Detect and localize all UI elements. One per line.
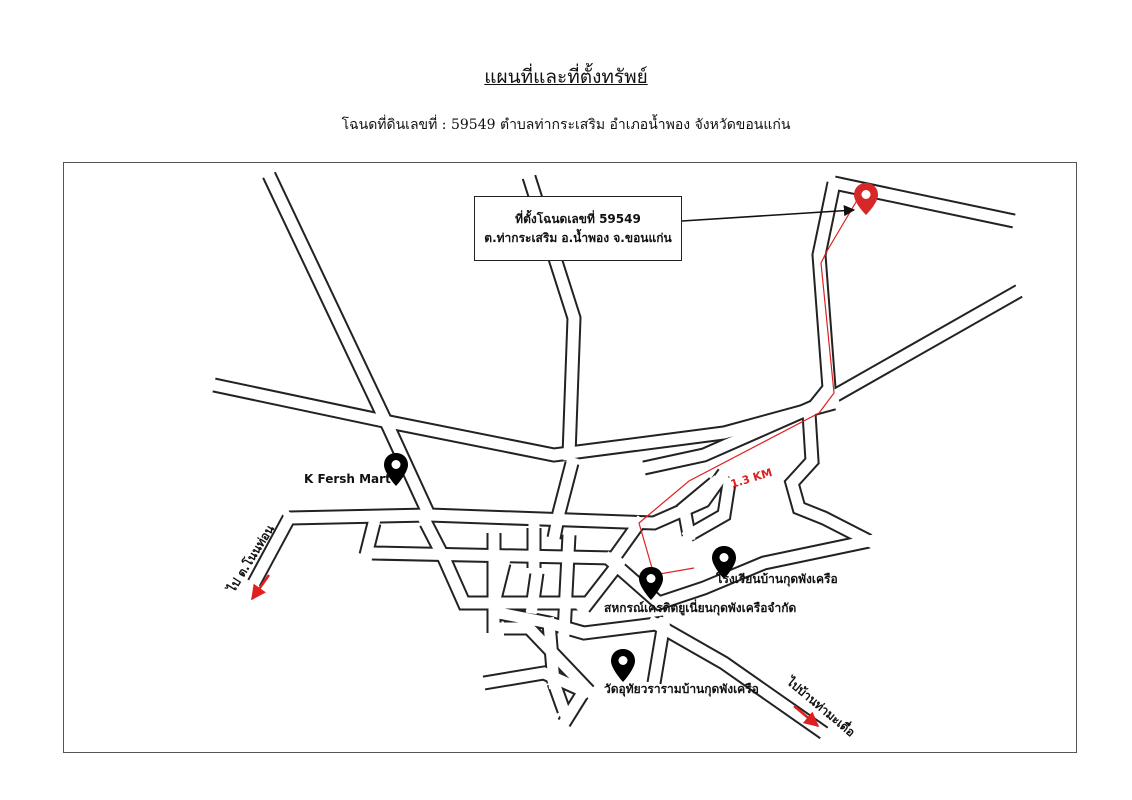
road-surface (261, 167, 437, 523)
deed-line: โฉนดที่ดินเลขที่ : 59549 ตำบลท่ากระเสริม… (0, 114, 1132, 136)
map-pin-icon[interactable] (611, 649, 635, 682)
direction-arrow-left (250, 574, 271, 601)
callout-line2: ต.ท่ากระเสริม อ.น้ำพอง จ.ขอนแก่น (484, 230, 672, 245)
road-surface (637, 283, 1027, 475)
map-pin-icon[interactable] (854, 183, 878, 215)
deed-detail: 59549 ตำบลท่ากระเสริม อำเภอน้ำพอง จังหวั… (450, 117, 791, 133)
road-surface (498, 622, 597, 699)
route-distance: 1.3 KM (729, 466, 774, 491)
landmark-label-school: โรงเรียนบ้านกุดพังเครือ (715, 571, 838, 587)
callout-line1: ที่ตั้งโฉนดเลขที่ 59549 (515, 211, 641, 226)
road-surface (785, 176, 877, 549)
landmark-label-temple: วัดอุทัยวรารามบ้านกุดพังเครือ (604, 682, 759, 697)
route-line (638, 196, 860, 576)
road-surface (207, 378, 841, 461)
road-surface (558, 529, 575, 639)
road-surface (646, 615, 832, 741)
road-network (207, 167, 1027, 741)
road-surface (547, 456, 579, 545)
road-surface (606, 515, 647, 566)
road-surface (418, 515, 452, 566)
property-callout: ที่ตั้งโฉนดเลขที่ 59549 ต.ท่ากระเสริม อ.… (474, 196, 682, 261)
road-surface (436, 550, 590, 609)
callout-arrow (681, 205, 856, 222)
road-surface (477, 667, 592, 699)
map-pin-icon[interactable] (384, 453, 408, 486)
deed-label: โฉนดที่ดินเลขที่ : (341, 117, 447, 133)
map-frame[interactable]: 1.3 KM ไป ต.โนนท่อน ไปบ้านท่ามะเดื่อ (63, 162, 1077, 753)
road-surface (678, 475, 722, 542)
landmark-label-coop: สหกรณ์เครดิตยูเนี่ยนกุดพังเครือจำกัด (604, 599, 796, 616)
direction-arrow-right (793, 705, 820, 727)
road-surface (576, 555, 627, 616)
road-surface (487, 556, 511, 610)
landmark-label-mart: K Fersh Mart (304, 472, 391, 486)
road-surface (246, 510, 297, 591)
road-surface (492, 606, 671, 639)
road-surface (359, 516, 381, 562)
road-surface (543, 617, 560, 689)
page-title: แผนที่และที่ตั้งทรัพย์ (484, 66, 648, 88)
road-surface (556, 683, 592, 731)
map-pin-icon[interactable] (639, 567, 663, 600)
road-surface (525, 566, 544, 615)
road-surface (681, 476, 736, 543)
map-pin-icon[interactable] (712, 546, 736, 579)
road-surface (546, 675, 572, 719)
map-canvas: 1.3 KM ไป ต.โนนท่อน ไปบ้านท่ามะเดื่อ (207, 167, 1027, 741)
